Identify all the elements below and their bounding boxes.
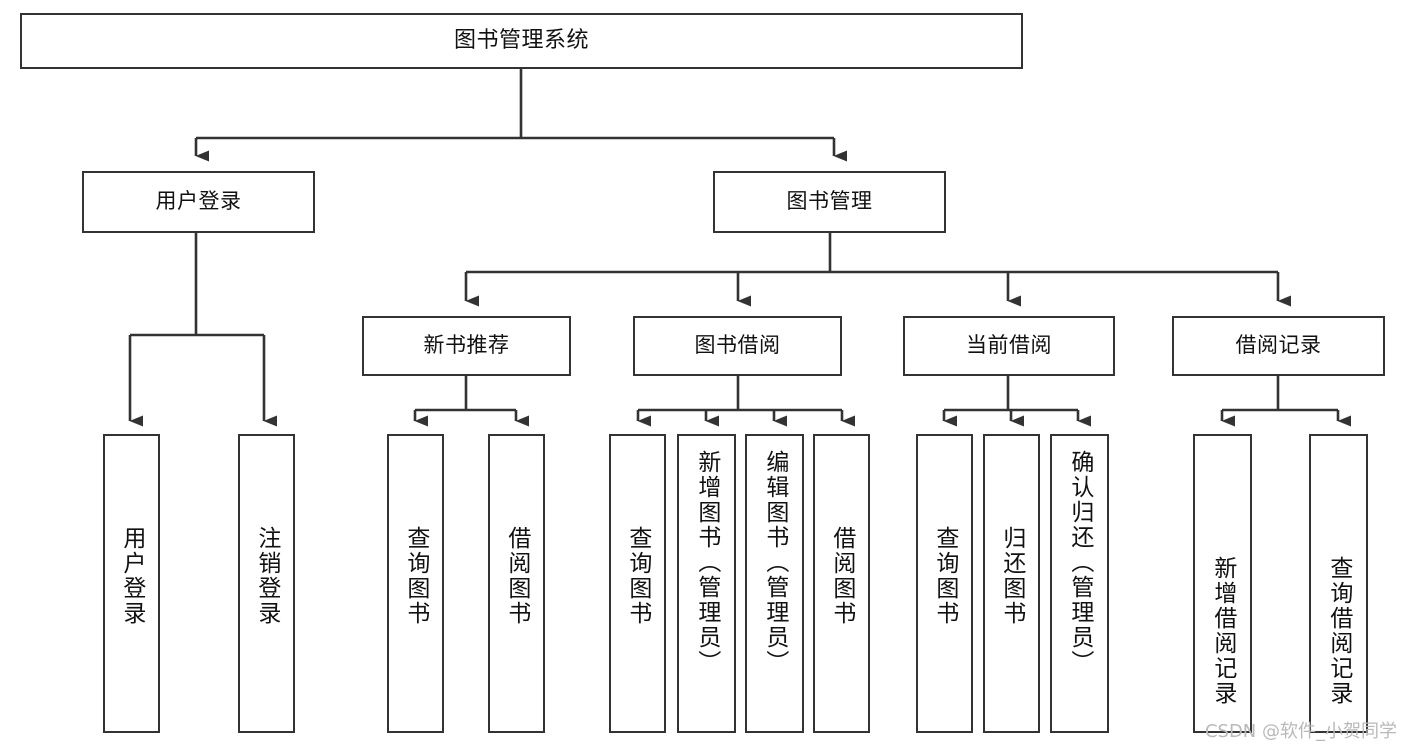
leaf-query-record[interactable]: 查询借阅记录 (1309, 434, 1368, 733)
node-label: 图书管理系统 (453, 27, 589, 53)
leaf-borrow-book-2[interactable]: 借阅图书 (813, 434, 870, 733)
leaf-user-login[interactable]: 用户登录 (103, 434, 160, 733)
leaf-edit-book[interactable]: 编辑图书（管理员） (745, 434, 804, 733)
leaf-borrow-book-1[interactable]: 借阅图书 (488, 434, 545, 733)
node-label: 图书借阅 (694, 333, 781, 358)
leaf-return-book[interactable]: 归还图书 (983, 434, 1040, 733)
node-label: 注销登录 (253, 526, 280, 626)
node-label: 新增图书（管理员） (693, 450, 720, 675)
node-label: 借阅图书 (503, 526, 530, 626)
leaf-user-logout[interactable]: 注销登录 (238, 434, 295, 733)
node-label: 查询借阅记录 (1325, 556, 1352, 706)
node-label: 用户登录 (118, 526, 145, 626)
leaf-query-book-2[interactable]: 查询图书 (609, 434, 666, 733)
node-book-manage[interactable]: 图书管理 (713, 171, 946, 233)
node-label: 借阅记录 (1235, 333, 1322, 358)
node-label: 编辑图书（管理员） (761, 450, 788, 675)
leaf-confirm-return[interactable]: 确认归还（管理员） (1050, 434, 1109, 733)
node-borrow-record[interactable]: 借阅记录 (1172, 316, 1385, 376)
node-label: 查询图书 (402, 526, 429, 626)
node-label: 用户登录 (155, 189, 242, 214)
node-label: 查询图书 (931, 526, 958, 626)
node-label: 查询图书 (624, 526, 651, 626)
node-label: 图书管理 (786, 189, 873, 214)
leaf-add-record[interactable]: 新增借阅记录 (1193, 434, 1252, 733)
node-label: 当前借阅 (966, 333, 1052, 358)
leaf-add-book[interactable]: 新增图书（管理员） (677, 434, 736, 733)
node-root-system[interactable]: 图书管理系统 (20, 13, 1023, 69)
node-label: 确认归还（管理员） (1066, 450, 1093, 675)
watermark: CSDN @软件_小贺同学 (1204, 721, 1397, 742)
node-label: 新书推荐 (423, 333, 510, 358)
leaf-query-book-1[interactable]: 查询图书 (387, 434, 444, 733)
node-book-borrow[interactable]: 图书借阅 (633, 316, 842, 376)
node-current-borrow[interactable]: 当前借阅 (903, 316, 1115, 376)
node-label: 新增借阅记录 (1209, 556, 1236, 706)
node-user-login[interactable]: 用户登录 (82, 171, 315, 233)
node-label: 归还图书 (998, 526, 1025, 626)
node-new-book-recommend[interactable]: 新书推荐 (362, 316, 571, 376)
node-label: 借阅图书 (828, 526, 855, 626)
leaf-query-book-3[interactable]: 查询图书 (916, 434, 973, 733)
